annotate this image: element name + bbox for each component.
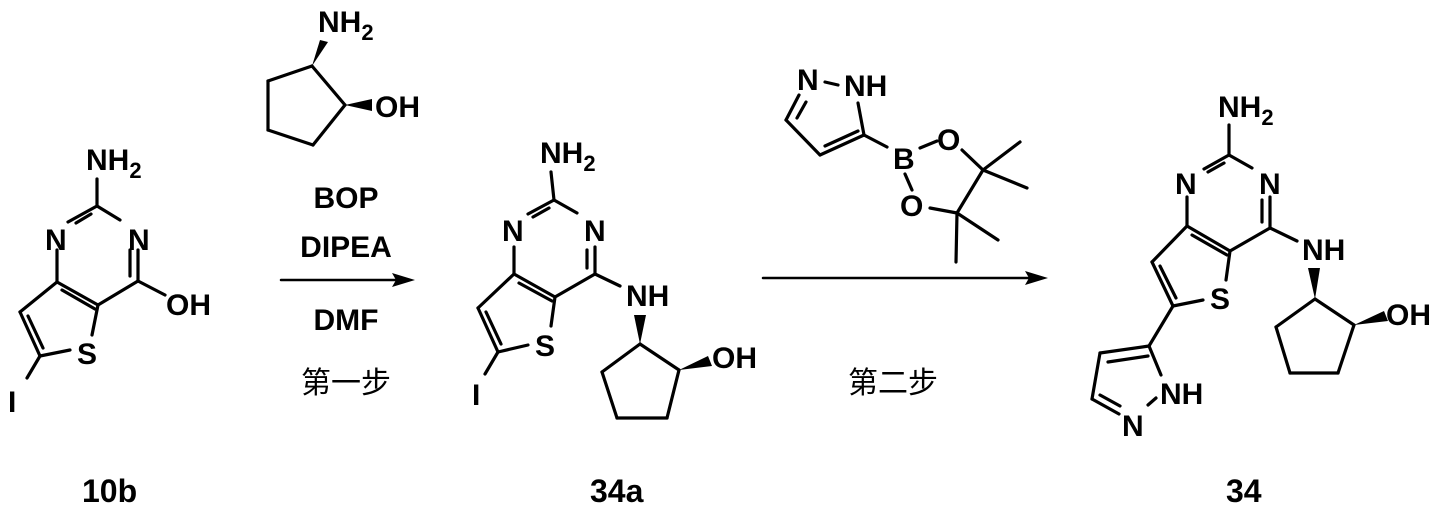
atom-nh: NH [844,70,887,103]
reaction-arrow-1 [279,273,415,287]
atom-n: N [1259,168,1281,201]
wedge-bond [312,40,328,66]
reaction-arrow-2 [761,271,1048,285]
wedge-bond [345,99,372,111]
atom-nh2: NH2 [540,137,596,176]
solvent-dmf: DMF [314,304,379,337]
step-label-1: 第一步 [301,366,391,401]
atom-s: S [1210,283,1230,316]
atom-pyrazole-n: N [1122,410,1144,443]
atom-nh: NH [626,280,669,313]
compound-label-10b: 10b [82,473,137,506]
atom-oh: OH [166,289,211,322]
wedge-bond [1308,268,1320,299]
step-label-2: 第二步 [848,366,938,401]
compound-label-34a: 34a [590,473,644,506]
atom-oh: OH [1386,299,1431,332]
atom-iodine: I [472,379,480,412]
atom-oh: OH [712,342,757,375]
atom-oxygen: O [900,190,923,223]
wedge-bond [634,315,646,344]
atom-n: N [502,215,524,248]
atom-pyrazole-nh: NH [1160,378,1203,411]
atom-s: S [77,338,97,371]
reagent-aminocyclopentanol: NH2 OH [266,6,420,147]
reagent-bop: BOP [313,182,378,215]
atom-n: N [797,64,819,97]
reagent-dipea: DIPEA [300,231,392,264]
compound-10b: NH2 N N OH S I [8,144,211,419]
compound-34: NH2 N N NH S OH NH N [1090,91,1431,443]
atom-oxygen: O [937,124,960,157]
atom-n: N [128,224,150,257]
atom-oh: OH [375,91,420,124]
compound-label-34: 34 [1226,473,1262,506]
compound-34a: NH2 N N NH S OH I [472,137,757,420]
atom-s: S [535,330,555,363]
reagent-pyrazole-pinacolboronate: N NH B O O [784,64,1029,264]
atom-boron: B [893,143,915,176]
atom-nh2: NH2 [318,6,374,45]
atom-iodine: I [8,386,16,419]
atom-nh2: NH2 [86,144,142,183]
wedge-bond [679,356,712,370]
atom-n: N [45,224,67,257]
atom-nh: NH [1302,234,1345,267]
atom-n: N [584,215,606,248]
atom-nh2: NH2 [1218,91,1274,130]
atom-n: N [1175,168,1197,201]
wedge-bond [1354,311,1388,325]
